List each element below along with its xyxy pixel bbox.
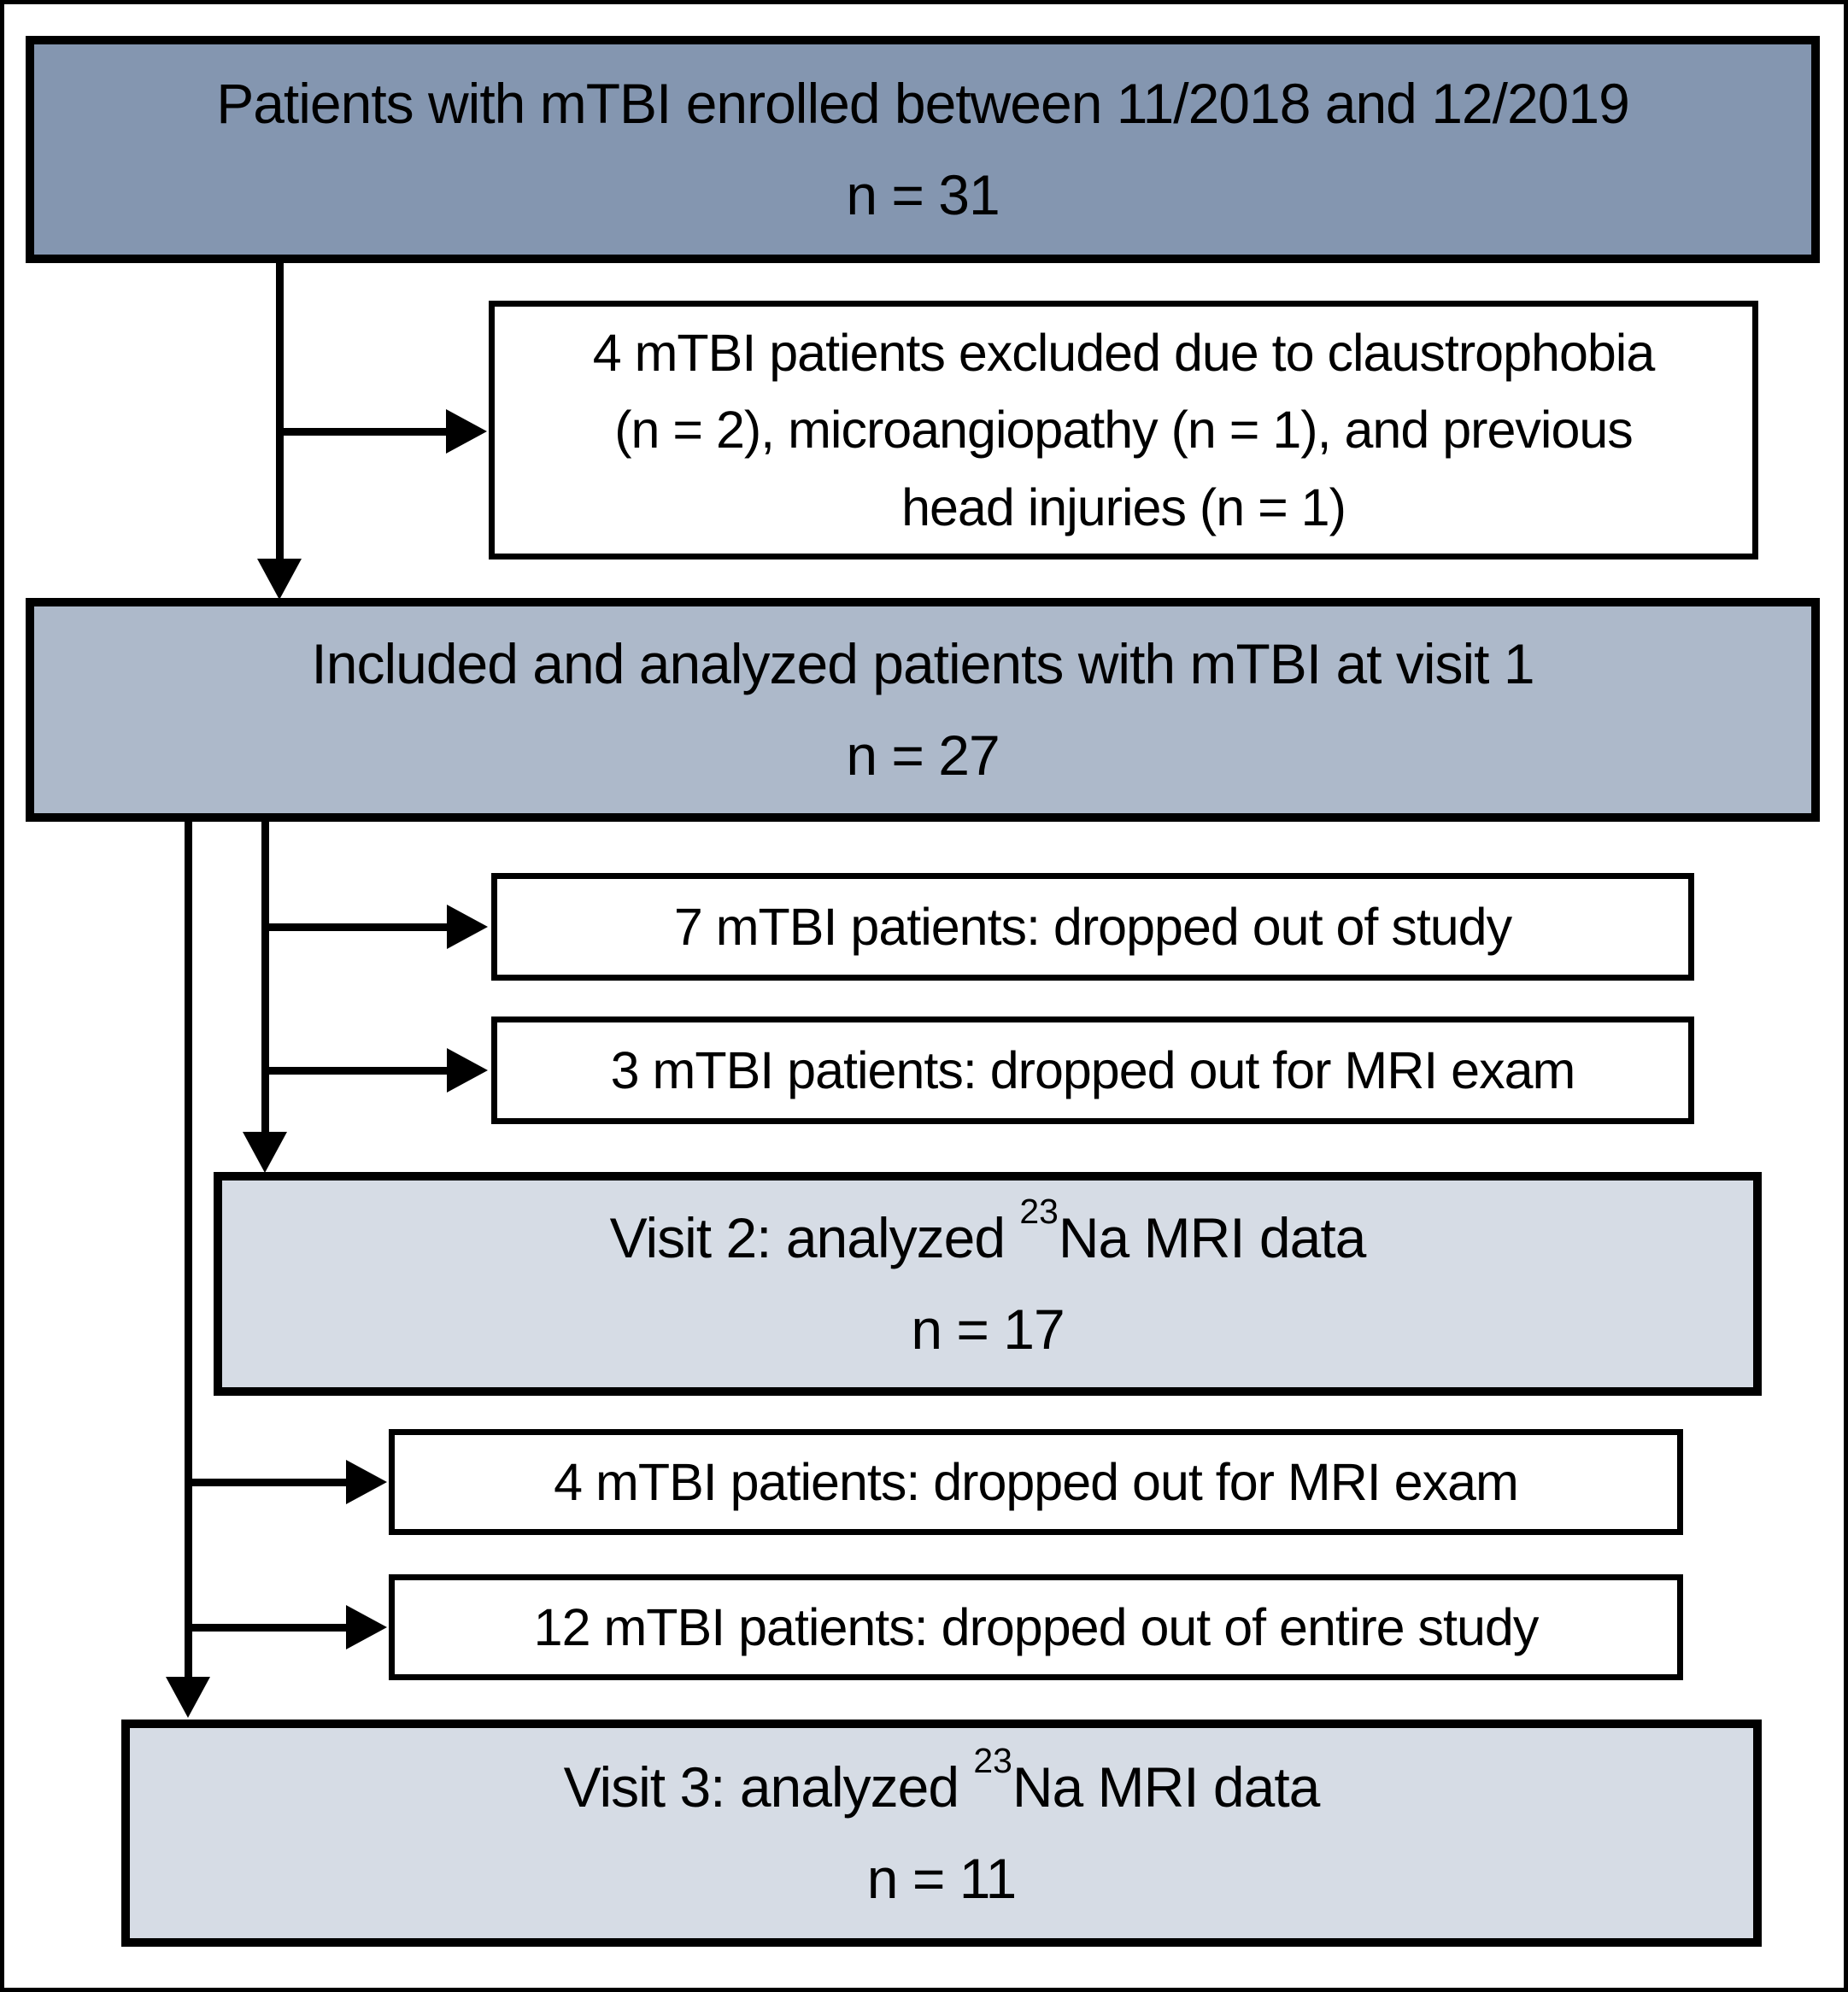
visit3-title: Visit 3: analyzed 23Na MRI data (563, 1740, 1321, 1833)
included-title: Included and analyzed patients with mTBI… (311, 632, 1534, 696)
box-dropout-4-mri: 4 mTBI patients: dropped out for MRI exa… (389, 1429, 1683, 1535)
connector-to-dropout7 (265, 923, 449, 931)
enrolled-title: Patients with mTBI enrolled between 11/2… (216, 72, 1630, 136)
included-count: n = 27 (846, 724, 1000, 787)
arrowhead-down-to-visit3 (166, 1677, 210, 1718)
dropout4-text: 4 mTBI patients: dropped out for MRI exa… (554, 1452, 1519, 1511)
visit2-title-suffix: Na MRI data (1058, 1206, 1366, 1270)
excluded-line-3: head injuries (n = 1) (901, 477, 1346, 536)
arrowhead-right-to-excluded (446, 409, 487, 454)
box-dropout-3-mri: 3 mTBI patients: dropped out for MRI exa… (491, 1017, 1694, 1124)
excluded-line-1: 4 mTBI patients excluded due to claustro… (592, 324, 1656, 383)
visit3-count: n = 11 (866, 1847, 1017, 1910)
box-dropout-12-entire: 12 mTBI patients: dropped out of entire … (389, 1574, 1683, 1680)
visit3-title-suffix: Na MRI data (1012, 1755, 1320, 1819)
arrowhead-right-to-dropout4 (346, 1460, 387, 1504)
connector-included-to-visit3 (185, 820, 192, 1679)
box-visit2-analyzed: Visit 2: analyzed 23Na MRI data n = 17 (214, 1172, 1762, 1396)
visit2-isotope-superscript: 23 (1019, 1191, 1059, 1231)
dropout3-text: 3 mTBI patients: dropped out for MRI exa… (610, 1040, 1576, 1099)
visit2-count: n = 17 (911, 1298, 1065, 1361)
box-included-visit1: Included and analyzed patients with mTBI… (26, 598, 1820, 822)
visit3-isotope-superscript: 23 (973, 1740, 1012, 1780)
dropout7-text: 7 mTBI patients: dropped out of study (673, 897, 1512, 956)
connector-enrolled-to-included (276, 261, 284, 562)
visit3-title-prefix: Visit 3: analyzed (563, 1755, 974, 1819)
visit2-title: Visit 2: analyzed 23Na MRI data (609, 1191, 1367, 1284)
visit2-title-prefix: Visit 2: analyzed (609, 1206, 1020, 1270)
box-enrolled-patients: Patients with mTBI enrolled between 11/2… (26, 36, 1820, 263)
connector-included-to-visit2 (261, 820, 269, 1136)
excluded-line-2: (n = 2), microangiopathy (n = 1), and pr… (614, 401, 1634, 460)
arrowhead-right-to-dropout7 (447, 905, 488, 949)
connector-to-dropout4 (188, 1479, 348, 1486)
box-dropout-7-study: 7 mTBI patients: dropped out of study (491, 873, 1694, 981)
connector-to-excluded (279, 428, 449, 436)
box-visit3-analyzed: Visit 3: analyzed 23Na MRI data n = 11 (121, 1720, 1762, 1947)
arrowhead-down-to-included (257, 559, 302, 600)
enrolled-count: n = 31 (846, 163, 1000, 226)
arrowhead-right-to-dropout12 (346, 1605, 387, 1649)
arrowhead-right-to-dropout3 (447, 1048, 488, 1093)
connector-to-dropout12 (188, 1624, 348, 1632)
arrowhead-down-to-visit2 (243, 1132, 287, 1173)
dropout12-text: 12 mTBI patients: dropped out of entire … (533, 1597, 1540, 1656)
box-excluded-patients: 4 mTBI patients excluded due to claustro… (489, 301, 1758, 560)
connector-to-dropout3 (265, 1067, 449, 1075)
